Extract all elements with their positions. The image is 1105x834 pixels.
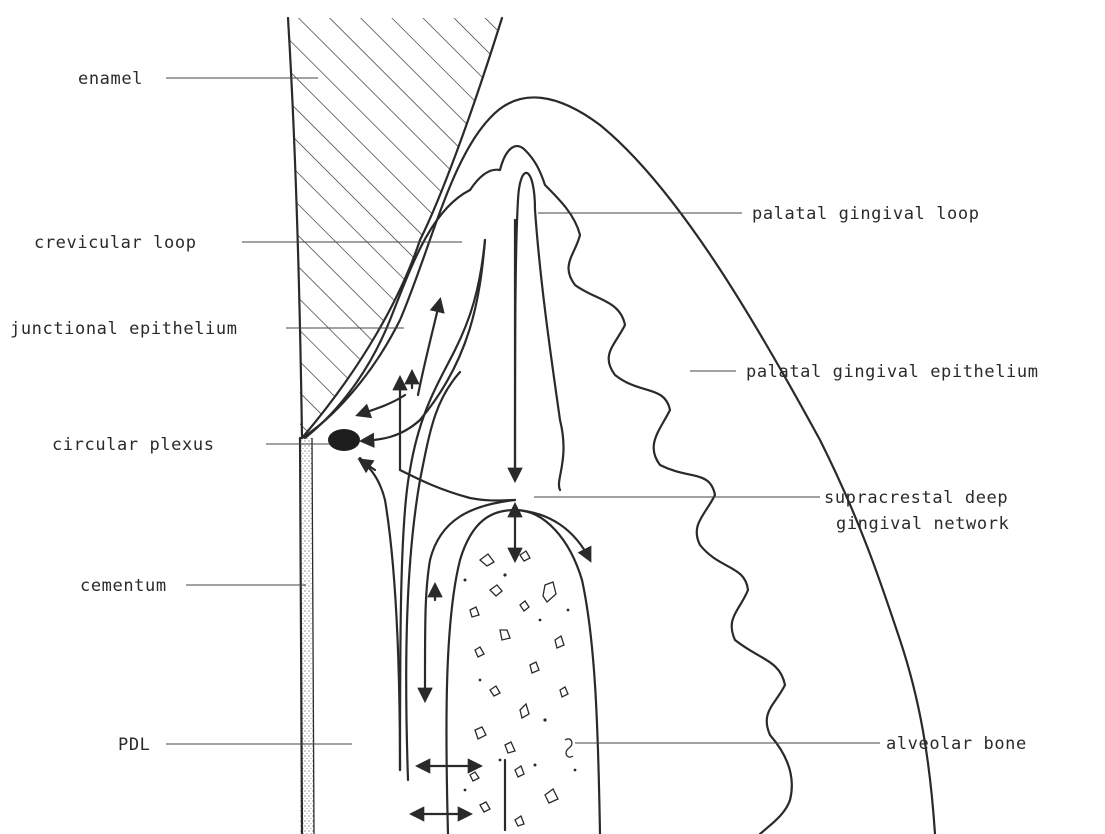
enamel-region — [288, 18, 502, 438]
label-palatal-gingival-epithelium: palatal gingival epithelium — [746, 362, 1039, 382]
label-supracrestal-line1: supracrestal deep — [824, 488, 1008, 508]
circular-plexus-mark — [328, 429, 360, 451]
alveolar-bone — [446, 510, 600, 834]
label-pdl: PDL — [118, 735, 151, 755]
label-cementum: cementum — [80, 576, 167, 596]
label-junctional-epithelium: junctional epithelium — [10, 319, 238, 339]
palatal-epithelium-wavy-line — [470, 146, 792, 834]
label-crevicular-loop: crevicular loop — [34, 233, 197, 253]
label-palatal-gingival-loop: palatal gingival loop — [752, 204, 980, 224]
labels: enamel crevicular loop junctional epithe… — [10, 69, 1039, 755]
label-circular-plexus: circular plexus — [52, 435, 215, 455]
label-alveolar-bone: alveolar bone — [886, 734, 1027, 754]
label-enamel: enamel — [78, 69, 143, 89]
label-supracrestal-line2: gingival network — [836, 514, 1009, 534]
leader-lines — [166, 78, 880, 744]
cementum-strip — [300, 438, 314, 834]
